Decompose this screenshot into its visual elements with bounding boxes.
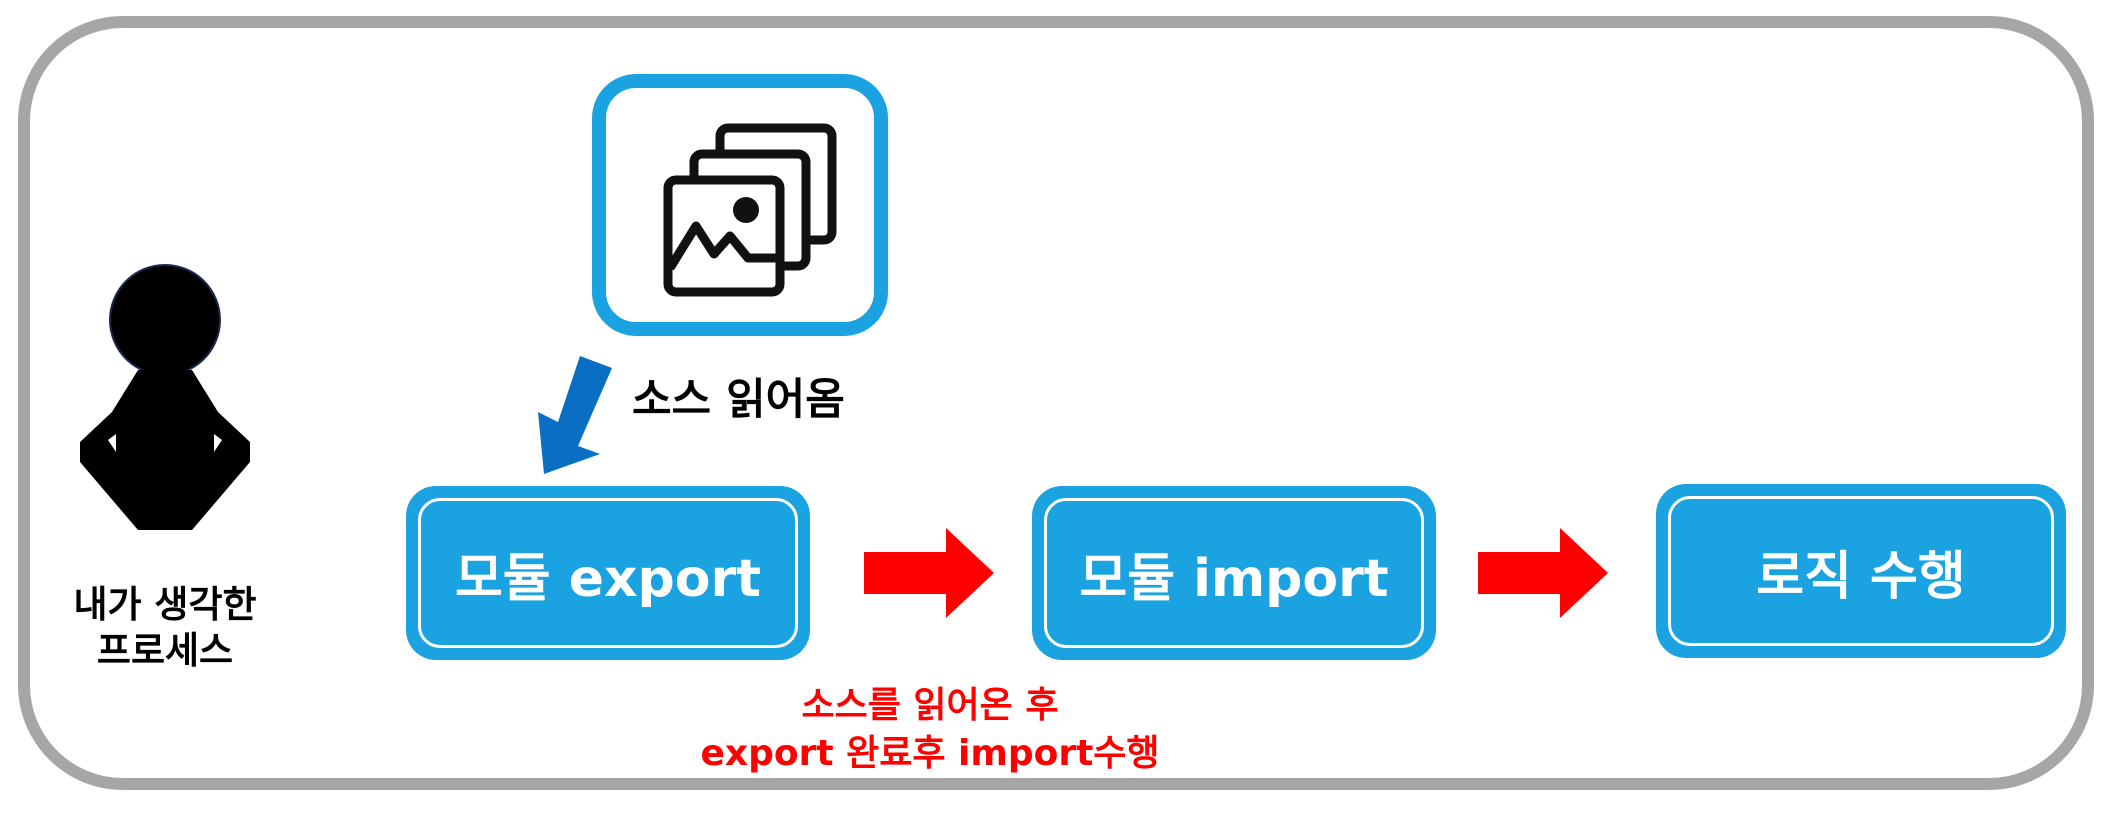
step-inner-border: 모듈 export [418, 498, 798, 648]
process-note: 소스를 읽어온 후 export 완료후 import수행 [660, 682, 1200, 778]
diagram-frame [18, 16, 2094, 790]
step-inner-border: 로직 수행 [1668, 496, 2054, 646]
image-stack-icon [663, 123, 837, 297]
arrow-right-icon [1478, 528, 1608, 618]
source-read-label: 소스 읽어옴 [632, 375, 845, 425]
person-label: 내가 생각한 프로세스 [40, 582, 290, 674]
step-module-import: 모듈 import [1032, 486, 1436, 660]
person-label-line1: 내가 생각한 [73, 583, 257, 626]
step-inner-border: 모듈 import [1044, 498, 1424, 648]
arrow-right-icon [864, 528, 994, 618]
step-label: 모듈 export [454, 548, 762, 609]
note-line2: export 완료후 import수행 [700, 733, 1160, 774]
step-label: 로직 수행 [1756, 546, 1966, 607]
source-box [592, 74, 888, 336]
person-icon [80, 264, 250, 530]
person-label-line2: 프로세스 [96, 629, 234, 672]
step-logic: 로직 수행 [1656, 484, 2066, 658]
note-line1: 소스를 읽어온 후 [801, 685, 1059, 726]
arrow-down-icon [538, 356, 612, 474]
step-module-export: 모듈 export [406, 486, 810, 660]
step-label: 모듈 import [1079, 548, 1389, 609]
